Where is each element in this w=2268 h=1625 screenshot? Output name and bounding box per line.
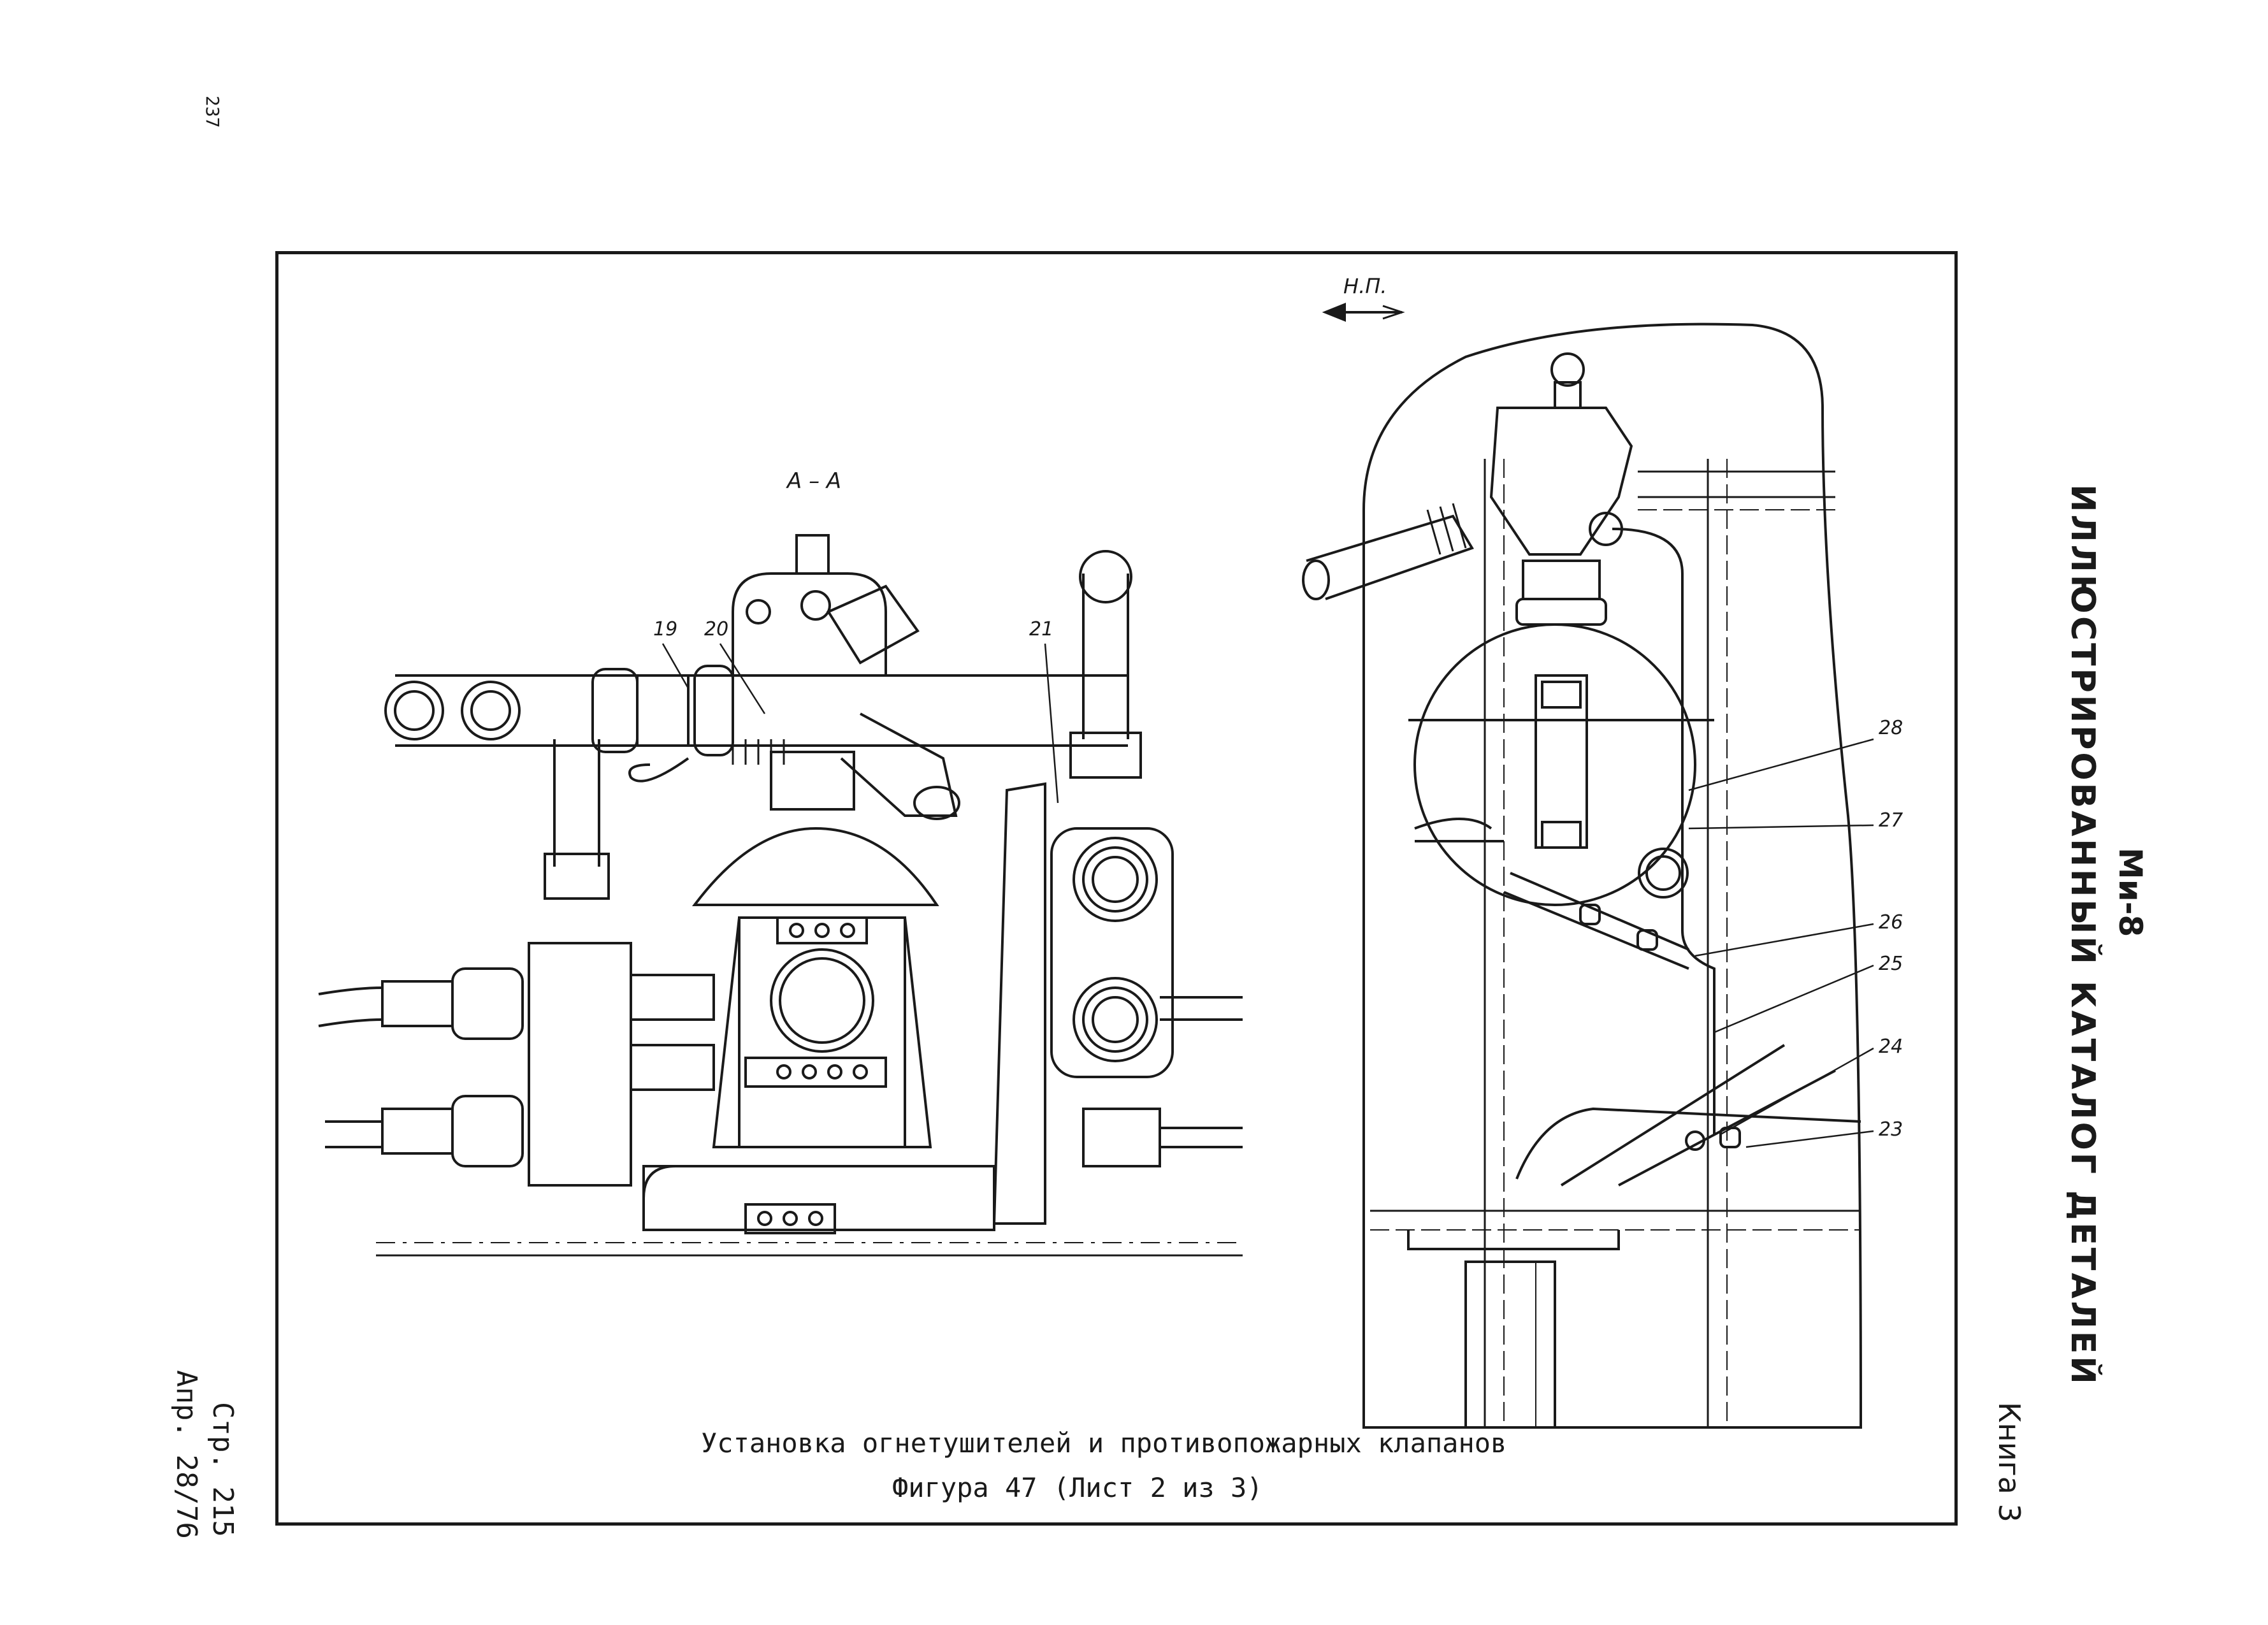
callout-21: 21 xyxy=(1029,618,1054,640)
callout-25: 25 xyxy=(1879,953,1903,975)
book-number: Книга 3 xyxy=(1992,1402,2026,1522)
direction-arrow xyxy=(1322,303,1405,322)
callout-23: 23 xyxy=(1879,1118,1903,1141)
catalog-title: ИЛЛЮСТРИРОВАННЫЙ КАТАЛОГ ДЕТАЛЕЙ xyxy=(2063,484,2102,1387)
drawing-frame xyxy=(275,251,1958,1526)
extinguisher-installation-view xyxy=(1302,322,1863,1429)
callout-27: 27 xyxy=(1879,809,1903,832)
callout-26: 26 xyxy=(1879,911,1903,934)
callout-leaders xyxy=(661,643,1874,1148)
section-label: А – А xyxy=(787,468,842,494)
figure-caption-number: Фигура 47 (Лист 2 из 3) xyxy=(892,1472,1263,1503)
page-number: Стр. 215 xyxy=(206,1402,239,1537)
callout-24: 24 xyxy=(1879,1036,1903,1058)
direction-label: Н.П. xyxy=(1343,274,1387,298)
callout-20: 20 xyxy=(704,618,729,640)
revision-date: Апр. 28/76 xyxy=(170,1370,203,1539)
section-aa-assembly xyxy=(318,534,1243,1257)
figure-caption-title: Установка огнетушителей и противопожарны… xyxy=(701,1427,1507,1459)
aircraft-model: Ми-8 xyxy=(2112,848,2149,937)
callout-19: 19 xyxy=(653,618,678,640)
callout-28: 28 xyxy=(1879,717,1903,739)
